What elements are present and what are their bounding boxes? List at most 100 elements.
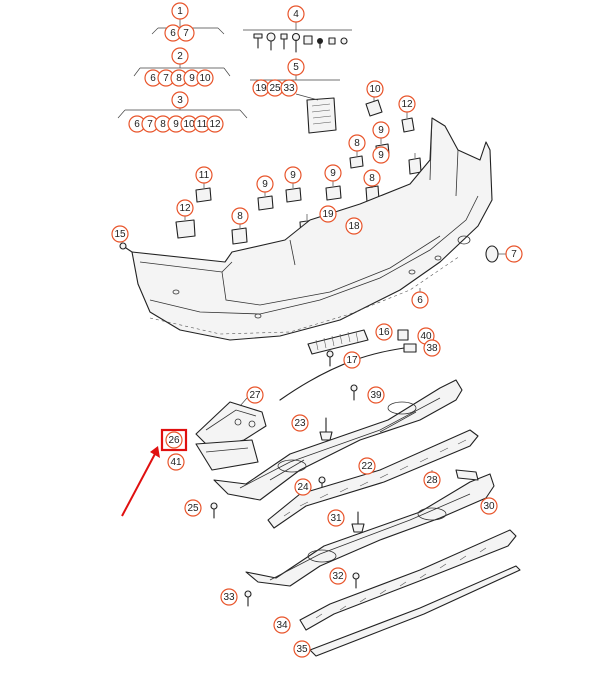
callout-11: 11 <box>195 166 213 184</box>
callout-label: 11 <box>199 170 210 181</box>
callout-label: 33 <box>283 83 295 94</box>
callout-label: 9 <box>378 125 384 136</box>
callout-9: 9 <box>324 164 342 182</box>
mounting-clips <box>119 96 506 263</box>
callout-ring <box>165 431 183 449</box>
callout-label: 30 <box>483 501 495 512</box>
callout-group-2: 2 <box>171 47 189 65</box>
callout-ring <box>196 69 214 87</box>
callout-label: 31 <box>330 513 342 524</box>
callout-ring <box>372 146 390 164</box>
callout-label: 40 <box>420 331 432 342</box>
callout-ring <box>220 588 238 606</box>
middle-parts <box>195 329 417 471</box>
callout-label: 9 <box>173 119 179 130</box>
callout-ring <box>111 225 129 243</box>
callout-label: 28 <box>426 475 438 486</box>
callout-label: 19 <box>322 209 334 220</box>
callout-ring <box>348 134 366 152</box>
callout-27: 27 <box>246 386 264 404</box>
callout-10: 10 <box>366 80 384 98</box>
callout-label: 18 <box>348 221 360 232</box>
callout-label: 10 <box>183 119 195 130</box>
callout-30: 30 <box>480 497 498 515</box>
callout-ring <box>358 457 376 475</box>
callout-label: 11 <box>197 119 208 130</box>
callout-28: 28 <box>423 471 441 489</box>
callout-26: 26 <box>165 431 183 449</box>
callout-9: 9 <box>372 146 390 164</box>
callout-ring <box>343 351 361 369</box>
callout-2-sub-8: 8 <box>170 69 188 87</box>
callout-label: 12 <box>209 119 221 130</box>
callout-label: 8 <box>237 211 243 222</box>
callout-ring <box>505 245 523 263</box>
callout-5-sub-33: 33 <box>280 79 298 97</box>
diffuser-upper <box>213 379 463 501</box>
callout-24: 24 <box>294 478 312 496</box>
callout-2-sub-10: 10 <box>196 69 214 87</box>
callout-label: 5 <box>293 62 299 73</box>
callout-ring <box>480 497 498 515</box>
callout-label: 12 <box>401 99 413 110</box>
callout-34: 34 <box>273 616 291 634</box>
callout-label: 6 <box>150 73 156 84</box>
callout-label: 6 <box>417 295 423 306</box>
callout-ring <box>324 164 342 182</box>
callout-ring <box>375 323 393 341</box>
callout-label: 7 <box>183 28 189 39</box>
callout-label: 26 <box>168 435 180 446</box>
diffuser-lower <box>210 469 495 607</box>
callout-ring <box>284 166 302 184</box>
callout-ring <box>167 453 185 471</box>
trim-strip <box>309 565 521 657</box>
callout-9: 9 <box>372 121 390 139</box>
callout-label: 38 <box>426 343 438 354</box>
callout-label: 33 <box>223 592 235 603</box>
callout-group-5: 5 <box>287 58 305 76</box>
callout-ring <box>423 471 441 489</box>
callout-label: 8 <box>160 119 166 130</box>
callout-ring <box>363 169 381 187</box>
callout-label: 9 <box>290 170 296 181</box>
callout-label: 25 <box>187 503 199 514</box>
callout-label: 6 <box>134 119 140 130</box>
callout-label: 9 <box>262 179 268 190</box>
callout-8: 8 <box>231 207 249 225</box>
callout-3-sub-12: 12 <box>206 115 224 133</box>
callout-1-sub-7: 7 <box>177 24 195 42</box>
callout-12: 12 <box>176 199 194 217</box>
callout-19: 19 <box>319 205 337 223</box>
callout-label: 8 <box>369 173 375 184</box>
callout-label: 8 <box>354 138 360 149</box>
callout-label: 19 <box>255 83 267 94</box>
callout-ring <box>273 616 291 634</box>
callout-label: 7 <box>147 119 153 130</box>
callout-label: 16 <box>378 327 390 338</box>
callout-label: 2 <box>177 51 183 62</box>
callout-23: 23 <box>291 414 309 432</box>
callout-ring <box>171 2 189 20</box>
callout-ring <box>176 199 194 217</box>
callout-label: 35 <box>296 644 308 655</box>
callout-label: 10 <box>369 84 381 95</box>
callout-38: 38 <box>423 339 441 357</box>
spare-bag <box>295 93 337 134</box>
callout-ring <box>171 91 189 109</box>
callout-9: 9 <box>256 175 274 193</box>
callout-ring <box>293 640 311 658</box>
hardware-set <box>253 32 348 53</box>
highlight-arrow <box>121 428 188 517</box>
callout-2-sub-9: 9 <box>183 69 201 87</box>
callout-ring <box>372 121 390 139</box>
callout-ring <box>345 217 363 235</box>
callout-label: 7 <box>511 249 517 260</box>
callout-ring <box>291 414 309 432</box>
callout-ring <box>367 386 385 404</box>
callout-25: 25 <box>184 499 202 517</box>
callout-label: 9 <box>189 73 195 84</box>
callout-35: 35 <box>293 640 311 658</box>
